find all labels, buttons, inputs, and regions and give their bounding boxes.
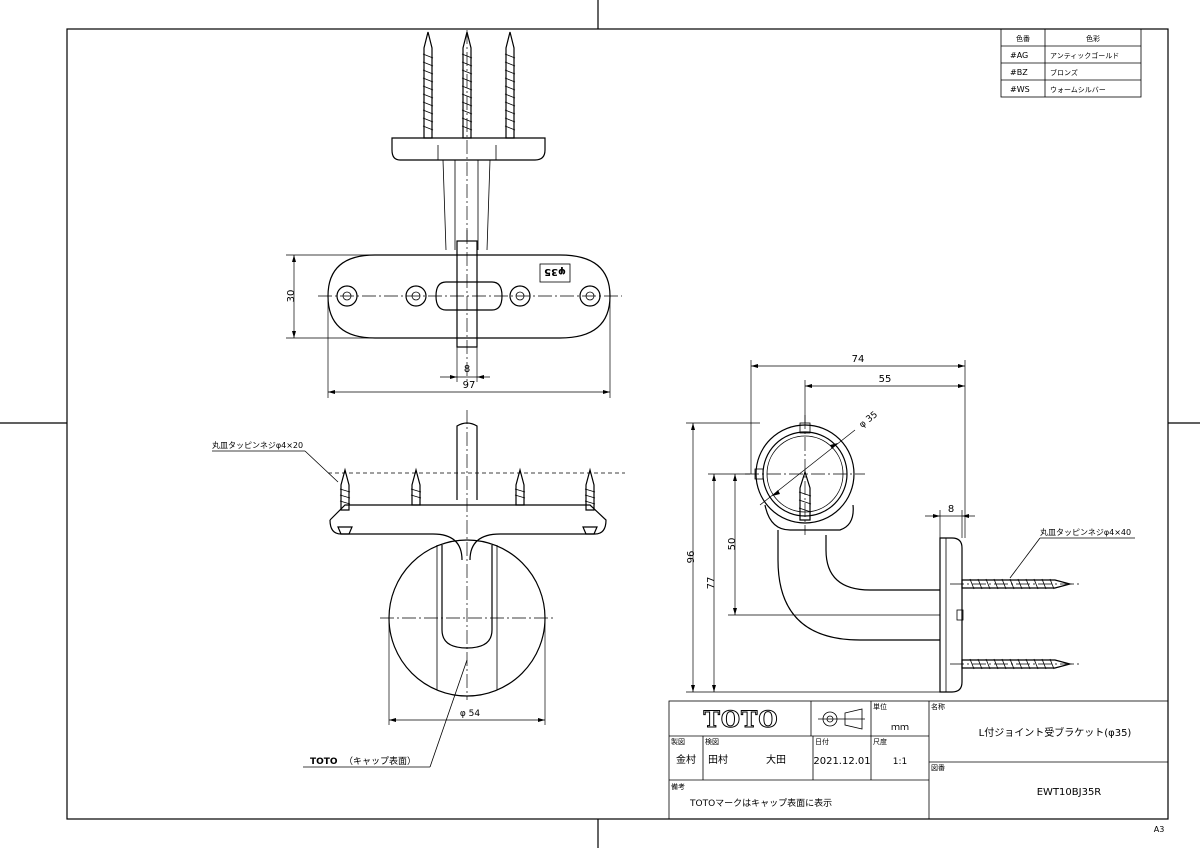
dim-top-bar: 8	[464, 364, 470, 375]
scale-label: 尺度	[873, 737, 887, 746]
side-dimensions: 74 55 φ 35 96 77 50 8	[686, 354, 975, 693]
remarks-label: 備考	[671, 782, 685, 791]
checker-label: 検図	[705, 737, 719, 746]
front-screw-4	[582, 467, 598, 535]
date-label: 日付	[815, 737, 829, 746]
dim-front-phi54: φ 54	[460, 709, 481, 719]
dim-top-width: 97	[463, 380, 476, 391]
front-screw-leader: 丸皿タッピンネジφ4×20	[212, 440, 339, 483]
color-code-2: #BZ	[1010, 68, 1028, 77]
plan-dimensions: 30 8 97	[286, 254, 611, 398]
dim-side-96: 96	[686, 551, 697, 564]
hole-1	[336, 285, 358, 307]
checker-value: 田村	[708, 753, 728, 766]
cap-note-leader: TOTO （キャップ表面）	[303, 659, 468, 768]
color-header-color: 色彩	[1086, 34, 1100, 43]
dim-side-phi35: φ 35	[858, 410, 880, 430]
front-screw-1	[337, 467, 353, 535]
sheet-border	[66, 28, 1169, 820]
plate-side	[391, 137, 546, 161]
color-name-1: アンティックゴールド	[1050, 51, 1119, 60]
color-header-code: 色番	[1016, 34, 1030, 43]
label-cap-text: （キャップ表面）	[344, 755, 416, 767]
name-value: L付ジョイント受ブラケット(φ35)	[979, 726, 1132, 739]
dim-side-55: 55	[879, 374, 892, 385]
drafter-label: 製図	[671, 737, 685, 746]
oval-plate	[327, 254, 611, 339]
side-screw-leader: 丸皿タッピンネジφ4×40	[1009, 527, 1135, 579]
title-logo: TOTO	[703, 707, 778, 733]
date-value: 2021.12.01	[813, 756, 870, 767]
top-screw-view	[391, 30, 546, 251]
sheet-size: A3	[1154, 825, 1165, 834]
dim-side-50: 50	[727, 538, 738, 551]
unit-label: 単位	[873, 702, 887, 711]
color-table: 色番 色彩 #AG アンティックゴールド #BZ ブロンズ #WS ウォームシル…	[1000, 28, 1142, 98]
front-dimensions: φ 54	[388, 618, 546, 725]
drawing-no-label: 図番	[931, 764, 945, 772]
hole-4	[579, 285, 601, 307]
title-block: TOTO 単位 ｍｍ 名称 L付ジョイント受ブラケット(φ35) 製図 金村 検…	[668, 700, 1169, 820]
color-name-3: ウォームシルバー	[1050, 86, 1106, 94]
front-screw-2	[410, 467, 422, 506]
scale-value: 1:1	[893, 757, 907, 767]
color-code-3: #WS	[1010, 85, 1030, 94]
plan-view: φ35	[318, 230, 622, 385]
label-cap-logo: TOTO	[310, 757, 338, 767]
remarks-value: TOTOマークはキャップ表面に表示	[689, 797, 832, 809]
label-screw-side: 丸皿タッピンネジφ4×40	[1040, 527, 1131, 537]
dim-side-77: 77	[706, 577, 717, 590]
color-name-2: ブロンズ	[1050, 68, 1078, 77]
hole-3	[509, 285, 531, 307]
front-screw-3	[514, 467, 526, 506]
unit-value: ｍｍ	[891, 723, 909, 733]
phi35-mark: φ35	[544, 266, 566, 277]
drawing-no-value: EWT10BJ35R	[1037, 787, 1102, 798]
label-screw-front: 丸皿タッピンネジφ4×20	[212, 440, 303, 450]
name-label: 名称	[931, 702, 945, 711]
hole-2	[405, 285, 427, 307]
screw-3	[504, 31, 516, 139]
front-view	[328, 410, 625, 700]
approver-value: 大田	[766, 753, 786, 766]
side-view	[745, 415, 1080, 693]
drafter-value: 金村	[676, 753, 696, 766]
color-code-1: #AG	[1010, 51, 1028, 60]
dim-top-height: 30	[286, 290, 297, 303]
dim-side-74: 74	[852, 354, 865, 365]
projection-symbol-icon	[818, 708, 865, 730]
screw-1	[422, 31, 434, 139]
dim-side-8: 8	[948, 504, 954, 515]
